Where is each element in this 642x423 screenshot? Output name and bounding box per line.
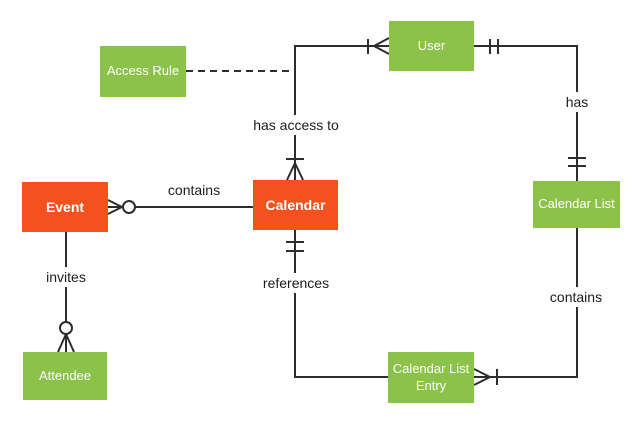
entity-calendar[interactable]: Calendar: [253, 180, 338, 230]
entity-event[interactable]: Event: [22, 182, 108, 232]
many-crows-foot-icon: [107, 199, 123, 215]
many-crows-foot-icon: [286, 162, 304, 181]
exactly-one-double-tick-icon: [489, 39, 499, 54]
rel-label-has: has: [559, 92, 595, 112]
rel-label-contains-event: contains: [161, 180, 227, 200]
rel-contains-entry-line: [473, 228, 578, 386]
zero-circle-icon: [59, 321, 73, 335]
entity-attendee[interactable]: Attendee: [23, 352, 107, 400]
rel-label-invites: invites: [40, 267, 92, 287]
rel-label-references: references: [256, 273, 336, 293]
rel-label-has-access-to: has access to: [247, 115, 345, 135]
rel-label-contains-entry: contains: [543, 287, 609, 307]
entity-calendar-list-entry[interactable]: Calendar List Entry: [388, 352, 474, 403]
rel-invites-line: [57, 232, 75, 353]
many-crows-foot-icon: [373, 37, 390, 55]
entity-user[interactable]: User: [389, 21, 474, 71]
rel-has-access-to-line: [286, 37, 390, 181]
zero-circle-icon: [122, 200, 136, 214]
many-crows-foot-icon: [473, 368, 491, 386]
rel-has-line: [474, 39, 586, 181]
entity-access-rule[interactable]: Access Rule: [100, 46, 186, 97]
exactly-one-double-tick-icon: [568, 157, 586, 167]
rel-contains-event-line: [107, 199, 253, 215]
entity-calendar-list[interactable]: Calendar List: [533, 181, 620, 228]
exactly-one-double-tick-icon: [286, 241, 304, 252]
rel-references-line: [286, 230, 388, 378]
many-crows-foot-icon: [57, 333, 75, 353]
